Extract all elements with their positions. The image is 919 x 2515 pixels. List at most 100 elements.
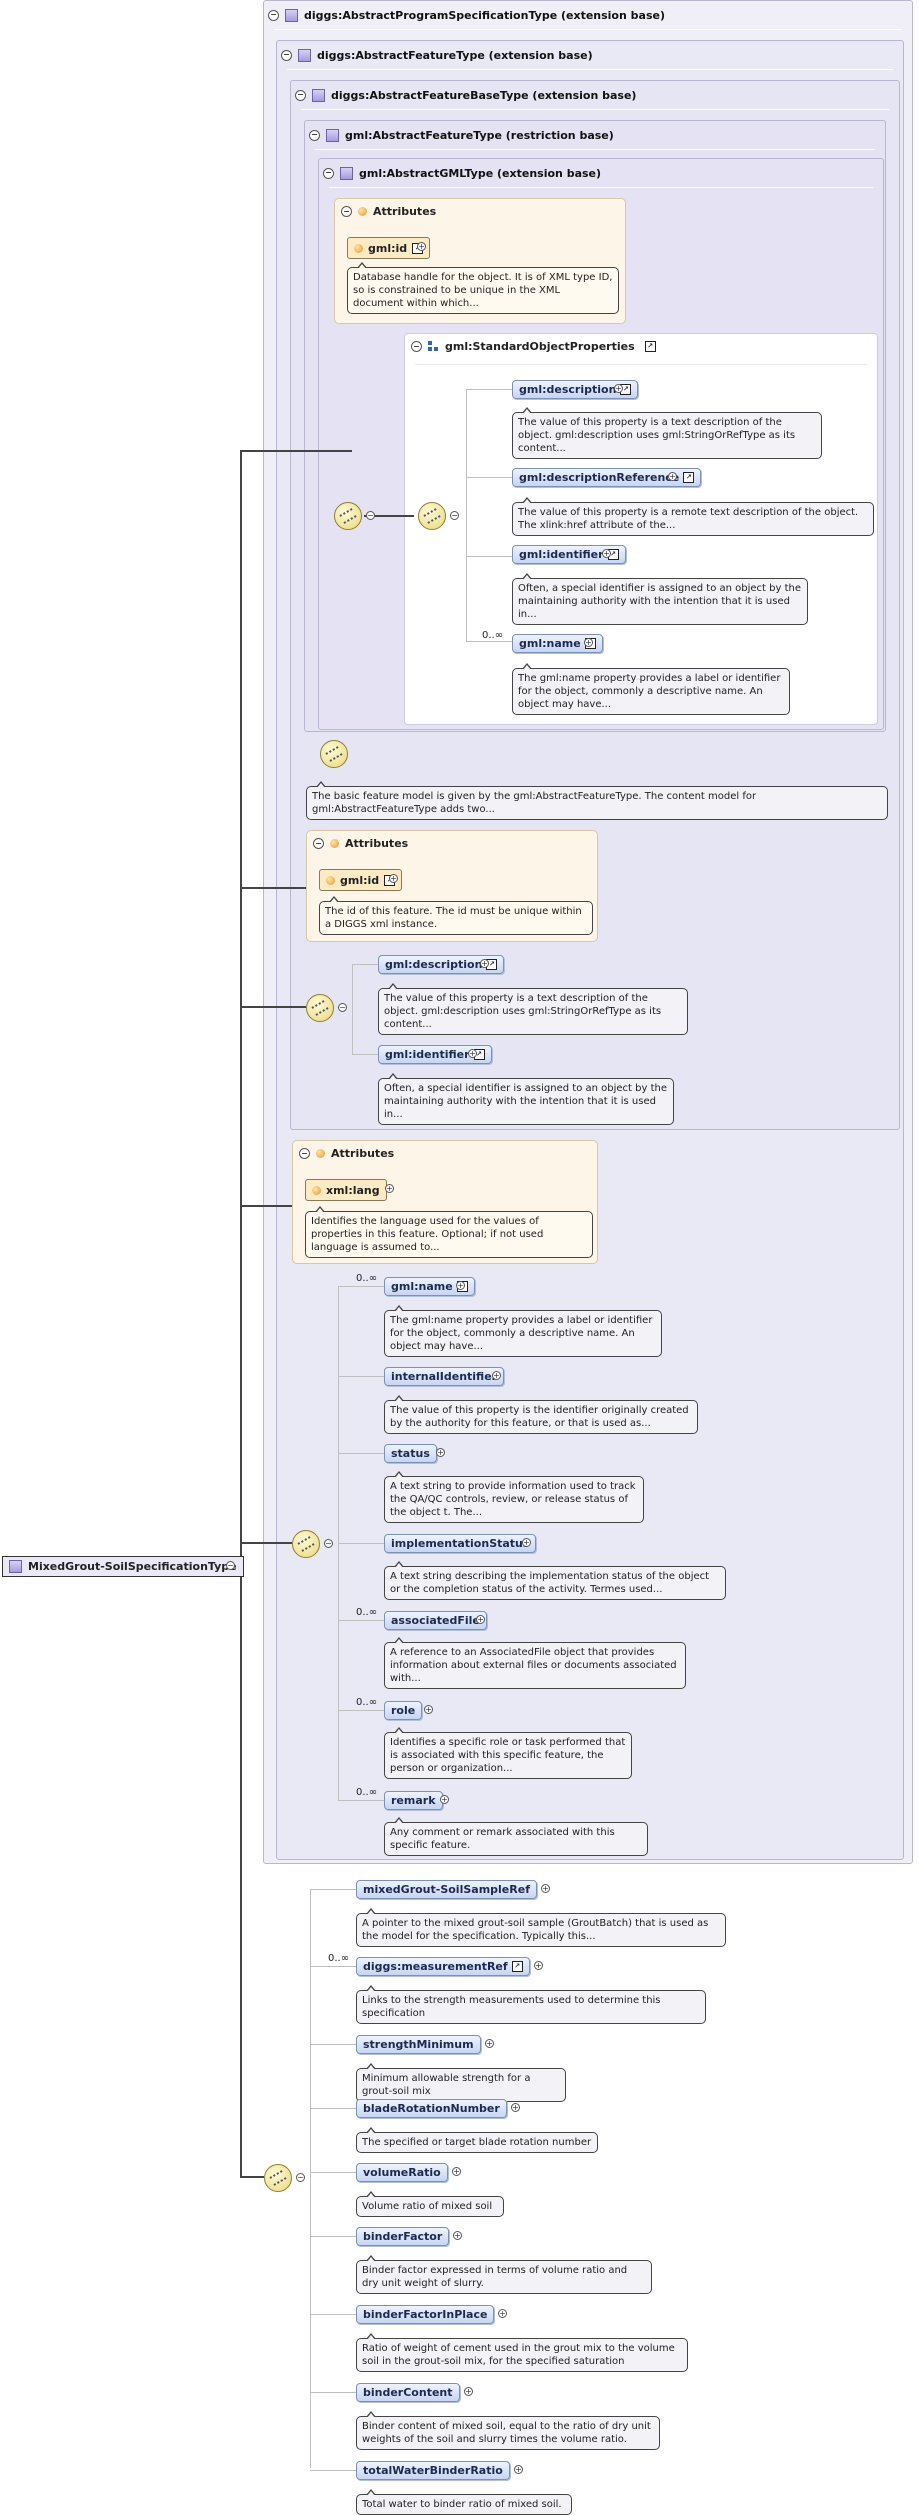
expand-icon[interactable] [492,1371,501,1380]
expand-icon[interactable] [456,1281,465,1290]
expand-icon[interactable] [514,2465,523,2474]
expand-icon[interactable] [385,1184,394,1193]
annotation: Minimum allowable strength for a grout-s… [356,2063,566,2102]
element-mixed-grout-soil-sample-ref[interactable]: mixedGrout-SoilSampleRef [356,1880,537,1899]
collapse-icon[interactable] [338,1003,347,1012]
expand-icon[interactable] [541,1884,550,1893]
annotation: A pointer to the mixed grout-soil sample… [356,1908,726,1947]
collapse-icon[interactable] [341,206,352,217]
expand-icon[interactable] [480,959,489,968]
sequence-icon[interactable] [264,2164,292,2192]
collapse-icon[interactable] [450,511,459,520]
expand-icon[interactable] [485,2039,494,2048]
extension-header[interactable]: diggs:AbstractFeatureType (extension bas… [281,47,593,63]
sequence-icon[interactable] [292,1530,320,1558]
element-gml-description[interactable]: gml:description [512,380,639,399]
extension-header[interactable]: gml:AbstractGMLType (extension base) [323,165,601,181]
collapse-icon[interactable] [309,129,320,141]
element-binder-factor[interactable]: binderFactor [356,2227,450,2246]
sequence-icon[interactable] [418,502,446,530]
expand-icon[interactable] [476,1615,485,1624]
expand-icon[interactable] [534,1961,543,1970]
element-gml-identifier[interactable]: gml:identifier [378,1045,492,1064]
expand-icon[interactable] [424,1705,433,1714]
element-total-water-binder-ratio[interactable]: totalWaterBinderRatio [356,2461,510,2480]
collapse-icon[interactable] [324,1539,333,1548]
extension-header[interactable]: diggs:AbstractProgramSpecificationType (… [268,7,665,23]
expand-icon[interactable] [389,874,398,883]
annotation: The id of this feature. The id must be u… [319,896,593,935]
element-volume-ratio[interactable]: volumeRatio [356,2163,448,2182]
element-gml-identifier[interactable]: gml:identifier [512,545,626,564]
expand-icon[interactable] [614,384,623,393]
element-role[interactable]: role [384,1701,423,1720]
extension-label: gml:AbstractFeatureType (restriction bas… [345,128,614,142]
expand-icon[interactable] [453,2231,462,2240]
extension-header[interactable]: gml:AbstractFeatureType (restriction bas… [309,127,614,143]
attributes-header[interactable]: Attributes [313,837,408,850]
expand-icon[interactable] [511,2103,520,2112]
attributes-header[interactable]: Attributes [299,1147,394,1160]
annotation: Often, a special identifier is assigned … [512,573,808,625]
expand-icon[interactable] [668,472,677,481]
element-implementation-status[interactable]: implementationStatus [384,1534,537,1553]
complex-type-icon [326,128,339,142]
collapse-icon[interactable] [268,9,279,21]
expand-icon[interactable] [498,2309,507,2318]
complex-type-icon [298,48,311,62]
element-gml-description-reference[interactable]: gml:descriptionReference [512,468,702,487]
annotation: The value of this property is a text des… [512,407,822,459]
collapse-icon[interactable] [411,341,422,352]
annotation: Database handle for the object. It is of… [347,262,619,314]
attribute-icon [330,839,339,848]
attributes-header[interactable]: Attributes [341,205,436,218]
element-blade-rotation-number[interactable]: bladeRotationNumber [356,2099,507,2118]
expand-icon[interactable] [440,1795,449,1804]
annotation: Any comment or remark associated with th… [384,1817,648,1856]
attribute-icon [326,875,335,885]
expand-icon[interactable] [464,2387,473,2396]
sequence-icon[interactable] [320,740,348,768]
root-type-node[interactable]: MixedGrout-SoilSpecificationType [2,1556,244,1577]
attribute-icon [312,1185,321,1195]
collapse-icon[interactable] [299,1148,310,1159]
element-remark[interactable]: remark [384,1791,443,1810]
element-strength-minimum[interactable]: strengthMinimum [356,2035,481,2054]
collapse-icon[interactable] [313,838,324,849]
expand-icon[interactable] [436,1448,445,1457]
attribute-icon [358,207,367,216]
annotation: A text string to provide information use… [384,1471,644,1523]
sequence-icon[interactable] [334,502,362,530]
expand-icon[interactable] [584,638,593,647]
extension-header[interactable]: diggs:AbstractFeatureBaseType (extension… [295,87,636,103]
collapse-icon[interactable] [295,89,306,101]
expand-icon[interactable] [417,242,426,251]
reference-icon [511,1961,523,1972]
annotation: Binder content of mixed soil, equal to t… [356,2411,660,2450]
group-icon [428,341,439,352]
collapse-icon[interactable] [296,2173,305,2182]
reference-icon [644,341,656,352]
sequence-icon[interactable] [306,994,334,1022]
collapse-icon[interactable] [323,167,334,179]
element-status[interactable]: status [384,1444,437,1463]
element-internal-identifier[interactable]: internalIdentifier [384,1367,505,1386]
element-binder-factor-in-place[interactable]: binderFactorInPlace [356,2305,495,2324]
attributes-box-feature: Attributes xml:lang Identifies the langu… [292,1140,598,1264]
expand-icon[interactable] [602,549,611,558]
expand-icon[interactable] [522,1538,531,1547]
annotation: The gml:name property provides a label o… [384,1305,662,1357]
element-binder-content[interactable]: binderContent [356,2383,460,2402]
element-diggs-measurement-ref[interactable]: diggs:measurementRef [356,1957,530,1976]
annotation: The value of this property is a remote t… [512,497,874,536]
collapse-icon[interactable] [281,49,292,61]
collapse-icon[interactable] [226,1561,235,1570]
group-header[interactable]: gml:StandardObjectProperties [411,340,656,353]
element-gml-description[interactable]: gml:description [378,955,505,974]
attribute-xml-lang[interactable]: xml:lang [305,1179,387,1201]
element-associated-file[interactable]: associatedFile [384,1611,487,1630]
annotation: A reference to an AssociatedFile object … [384,1637,686,1689]
collapse-icon[interactable] [366,511,375,520]
expand-icon[interactable] [468,1049,477,1058]
expand-icon[interactable] [452,2167,461,2176]
